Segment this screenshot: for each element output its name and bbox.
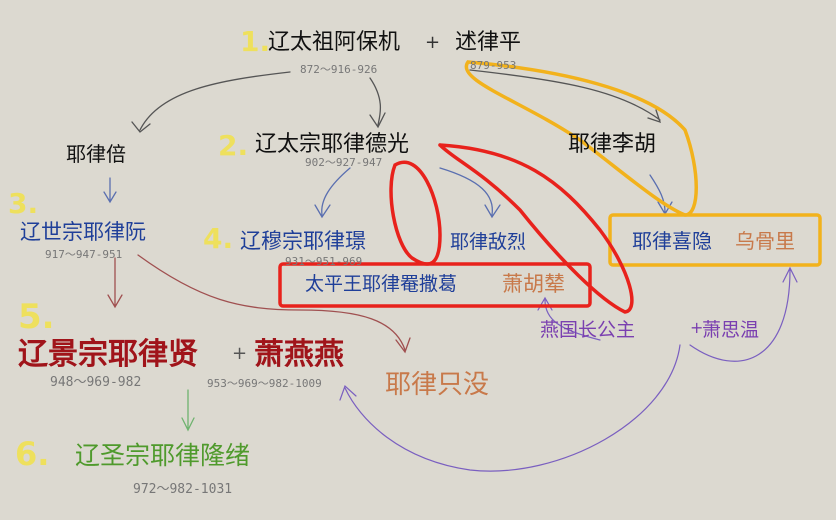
generation-number: 1. xyxy=(240,25,271,58)
person-dilie: 耶律敌烈 xyxy=(450,231,527,253)
arrow-shizong-jingzong xyxy=(107,257,123,309)
person-yansage: 太平王耶律罨撒葛 xyxy=(305,273,458,295)
arrow-jingzong-shengzong xyxy=(181,389,195,432)
arrow-taizong-muzong xyxy=(314,167,351,219)
person-muzong: 辽穆宗耶律璟 xyxy=(240,229,366,253)
person-xiaosiwen: 萧思温 xyxy=(702,319,760,341)
arrow-shulv-lihu xyxy=(469,69,662,124)
person-shulvping: 述律平 xyxy=(455,30,522,55)
dates-jingzong: 948～969-982 xyxy=(50,375,142,390)
person-jingzong: 辽景宗耶律贤 xyxy=(18,337,198,372)
arrow-taizu-bei xyxy=(131,71,291,133)
generation-number: 3. xyxy=(8,187,39,220)
plus-sign: + xyxy=(425,32,441,53)
person-xiaohunian: 萧胡辇 xyxy=(502,272,565,296)
generation-number: 6. xyxy=(15,435,50,473)
generation-number: 5. xyxy=(18,297,55,337)
person-yeluebei: 耶律倍 xyxy=(66,142,126,166)
person-taizu: 辽太祖阿保机 xyxy=(268,30,401,55)
person-taizong: 辽太宗耶律德光 xyxy=(255,132,410,157)
person-zhimo: 耶律只没 xyxy=(385,370,490,400)
dates-taizu: 872～916-926 xyxy=(300,63,378,76)
person-xiyin: 耶律喜隐 xyxy=(632,229,712,253)
plus-sign: + xyxy=(690,318,704,337)
plus-sign: + xyxy=(232,343,248,364)
person-yanguo: 燕国长公主 xyxy=(540,319,636,341)
highlight-loop-taizong-xiaohunian xyxy=(438,143,634,314)
generation-number: 4. xyxy=(203,222,234,255)
dates-shengzong: 972～982-1031 xyxy=(133,482,233,497)
person-lihu: 耶律李胡 xyxy=(568,132,657,157)
arrow-bei-shizong xyxy=(103,177,117,204)
person-shizong: 辽世宗耶律阮 xyxy=(20,220,146,244)
dates-shulvping: 879-953 xyxy=(470,59,517,72)
highlight-loop-shulv-lihu xyxy=(464,60,698,217)
arrow-taizong-dilie xyxy=(439,167,501,219)
arrow-shizong-zhimo xyxy=(137,254,411,354)
dates-shizong: 917～947-951 xyxy=(45,248,123,261)
person-shengzong: 辽圣宗耶律隆绪 xyxy=(75,441,251,470)
dates-taizong: 902～927-947 xyxy=(305,156,383,169)
person-wuguli: 乌骨里 xyxy=(735,229,795,253)
arrow-yanguo-wuguli xyxy=(689,266,798,362)
generation-number: 2. xyxy=(218,129,249,162)
arrow-yanguo-xiaoyanyan xyxy=(339,344,681,472)
dates-muzong: 931～951-969 xyxy=(285,255,363,268)
highlight-box-xiyin xyxy=(608,213,822,267)
person-xiaoyanyan: 萧燕燕 xyxy=(254,337,344,372)
arrow-taizu-taizong xyxy=(369,77,386,129)
highlight-loop-taizong-muzong xyxy=(389,160,442,266)
dates-xiaoyanyan: 953～969～982-1009 xyxy=(207,377,322,390)
